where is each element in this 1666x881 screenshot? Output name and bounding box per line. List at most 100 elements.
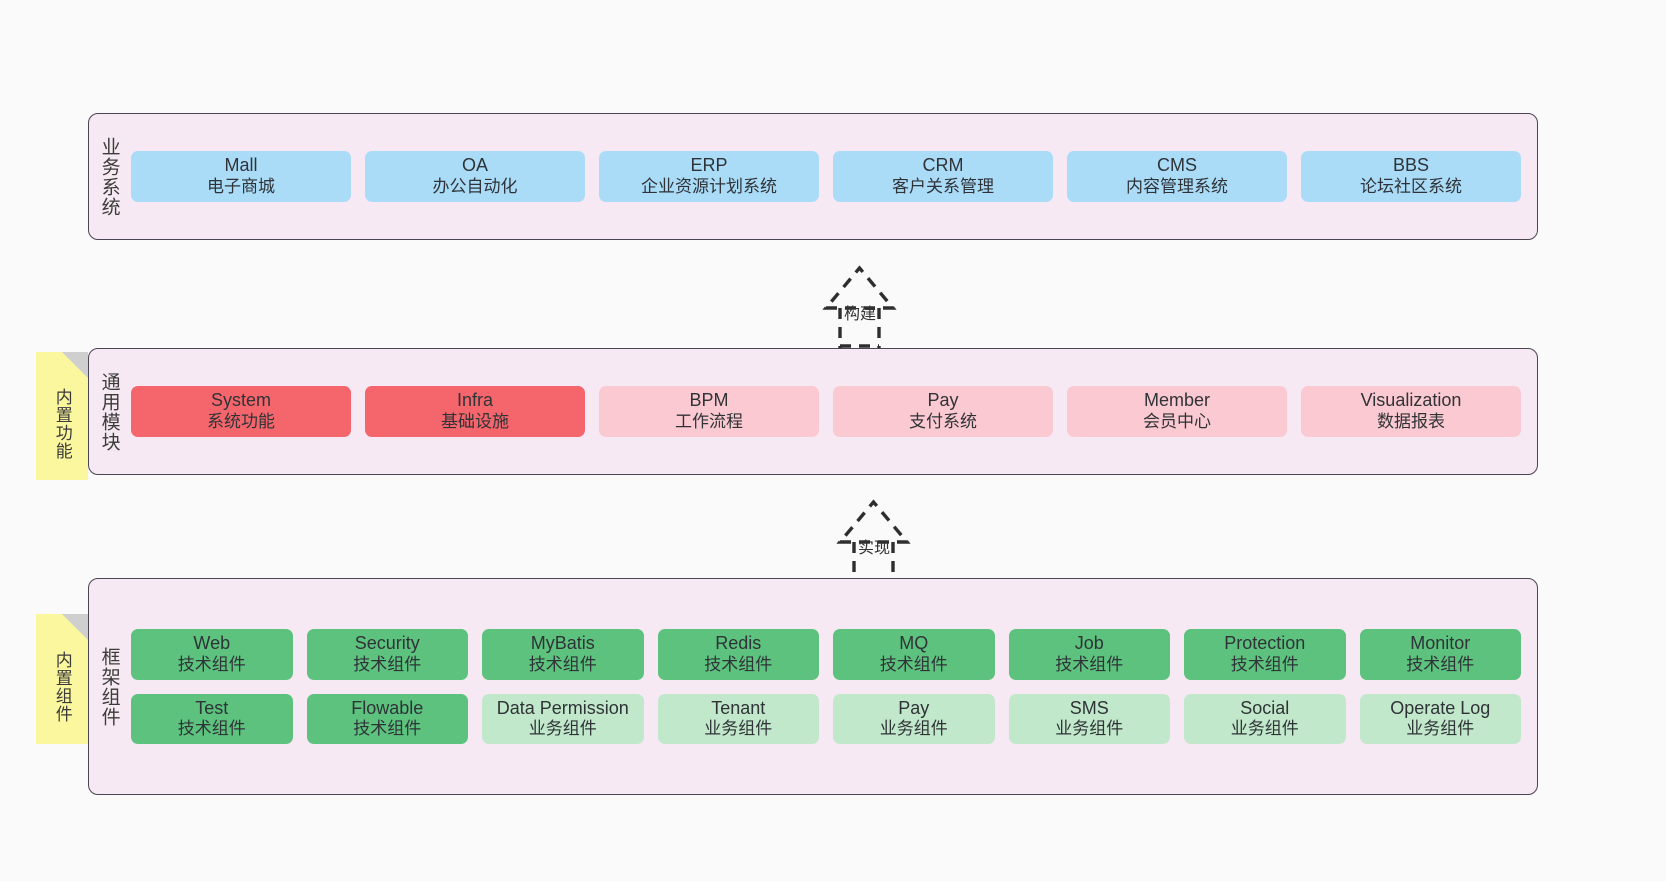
card-flowable[interactable]: Flowable 技术组件 [306, 693, 468, 745]
layer-body-common-modules: System 系统功能 Infra 基础设施 BPM 工作流程 Pay 支付系统… [129, 349, 1537, 474]
card-title-cn: 论坛社区系统 [1360, 177, 1462, 197]
card-title-cn: 工作流程 [675, 412, 743, 432]
card-web[interactable]: Web 技术组件 [131, 628, 293, 680]
card-crm[interactable]: CRM 客户关系管理 [833, 151, 1053, 202]
card-operate-log[interactable]: Operate Log 业务组件 [1359, 693, 1521, 745]
card-title-en: Pay [898, 697, 930, 718]
layer-business-system: 业务系统 Mall 电子商城 OA 办公自动化 ERP 企业资源计划系统 CRM… [88, 113, 1538, 240]
card-title-en: Visualization [1360, 390, 1462, 411]
card-title-en: Tenant [711, 697, 766, 718]
layer-framework-components: 框架组件 Web 技术组件 Security 技术组件 MyBatis 技术组件… [88, 578, 1538, 795]
card-title-cn: 电子商城 [207, 177, 275, 197]
card-title-cn: 技术组件 [177, 654, 246, 674]
card-test[interactable]: Test 技术组件 [131, 693, 293, 745]
card-title-cn: 支付系统 [909, 412, 977, 432]
card-cms[interactable]: CMS 内容管理系统 [1067, 151, 1287, 202]
card-pay-module[interactable]: Pay 支付系统 [833, 386, 1053, 437]
card-title-en: ERP [690, 155, 728, 176]
card-title-cn: 办公自动化 [432, 177, 518, 197]
layer-title-business-system: 业务系统 [98, 136, 120, 217]
card-title-cn: 技术组件 [1230, 654, 1299, 674]
card-infra[interactable]: Infra 基础设施 [365, 386, 585, 437]
card-title-cn: 技术组件 [528, 654, 597, 674]
card-title-en: Operate Log [1390, 697, 1491, 718]
card-mall[interactable]: Mall 电子商城 [131, 151, 351, 202]
card-pay-component[interactable]: Pay 业务组件 [833, 693, 995, 745]
card-title-cn: 技术组件 [353, 654, 422, 674]
card-erp[interactable]: ERP 企业资源计划系统 [599, 151, 819, 202]
card-title-en: Mall [224, 155, 258, 176]
card-row: Mall 电子商城 OA 办公自动化 ERP 企业资源计划系统 CRM 客户关系… [131, 151, 1521, 202]
card-title-cn: 技术组件 [1055, 654, 1124, 674]
card-title-en: Web [193, 632, 231, 653]
card-title-en: Data Permission [496, 697, 629, 718]
note-builtin-components: 内置组件 [36, 614, 88, 744]
card-title-en: Pay [927, 390, 959, 411]
card-sms[interactable]: SMS 业务组件 [1008, 693, 1170, 745]
card-title-en: Test [195, 697, 229, 718]
card-job[interactable]: Job 技术组件 [1008, 628, 1170, 680]
card-title-en: Job [1074, 632, 1104, 653]
card-title-cn: 业务组件 [704, 719, 773, 739]
card-title-cn: 客户关系管理 [892, 177, 994, 197]
card-member[interactable]: Member 会员中心 [1067, 386, 1287, 437]
uml-arrow-implement: 实现 [772, 496, 957, 582]
uml-arrow-build-glyph [822, 265, 897, 348]
card-title-cn: 基础设施 [441, 412, 509, 432]
card-mybatis[interactable]: MyBatis 技术组件 [482, 628, 644, 680]
uml-arrow-build: 构建 [758, 262, 943, 348]
card-title-en: Social [1240, 697, 1290, 718]
note-builtin-features: 内置功能 [36, 352, 88, 480]
card-title-en: BPM [689, 390, 729, 411]
card-title-en: OA [461, 155, 488, 176]
card-tenant[interactable]: Tenant 业务组件 [657, 693, 819, 745]
card-title-en: MQ [899, 632, 929, 653]
card-title-en: Monitor [1410, 632, 1471, 653]
layer-title-framework-components: 框架组件 [98, 646, 120, 727]
card-row: Test 技术组件 Flowable 技术组件 Data Permission … [131, 693, 1521, 745]
card-title-cn: 业务组件 [528, 719, 597, 739]
card-title-en: BBS [1392, 155, 1430, 176]
card-row: Web 技术组件 Security 技术组件 MyBatis 技术组件 Redi… [131, 628, 1521, 680]
card-title-cn: 业务组件 [1055, 719, 1124, 739]
card-title-cn: 业务组件 [879, 719, 948, 739]
card-title-cn: 技术组件 [353, 719, 422, 739]
note-fold-icon [62, 614, 88, 640]
card-title-en: CMS [1157, 155, 1197, 176]
card-title-cn: 系统功能 [207, 412, 275, 432]
card-bbs[interactable]: BBS 论坛社区系统 [1301, 151, 1521, 202]
card-title-cn: 业务组件 [1406, 719, 1475, 739]
layer-body-framework-components: Web 技术组件 Security 技术组件 MyBatis 技术组件 Redi… [129, 579, 1537, 794]
card-monitor[interactable]: Monitor 技术组件 [1359, 628, 1521, 680]
card-visualization[interactable]: Visualization 数据报表 [1301, 386, 1521, 437]
card-protection[interactable]: Protection 技术组件 [1184, 628, 1346, 680]
note-label: 内置组件 [52, 651, 72, 723]
card-title-en: System [210, 390, 271, 411]
card-data-permission[interactable]: Data Permission 业务组件 [482, 693, 644, 745]
card-oa[interactable]: OA 办公自动化 [365, 151, 585, 202]
card-redis[interactable]: Redis 技术组件 [657, 628, 819, 680]
card-title-en: MyBatis [530, 632, 595, 653]
note-fold-icon [62, 352, 88, 378]
card-social[interactable]: Social 业务组件 [1184, 693, 1346, 745]
card-bpm[interactable]: BPM 工作流程 [599, 386, 819, 437]
card-title-cn: 技术组件 [1406, 654, 1475, 674]
card-title-en: Redis [715, 632, 762, 653]
card-title-en: SMS [1069, 697, 1109, 718]
card-title-cn: 会员中心 [1143, 412, 1211, 432]
card-title-en: CRM [922, 155, 964, 176]
card-mq[interactable]: MQ 技术组件 [833, 628, 995, 680]
card-title-en: Protection [1224, 632, 1306, 653]
card-title-en: Member [1143, 390, 1210, 411]
card-title-cn: 技术组件 [177, 719, 246, 739]
layer-title-common-modules: 通用模块 [98, 371, 120, 452]
card-title-en: Infra [456, 390, 494, 411]
card-security[interactable]: Security 技术组件 [306, 628, 468, 680]
card-title-cn: 技术组件 [879, 654, 948, 674]
card-system[interactable]: System 系统功能 [131, 386, 351, 437]
layer-common-modules: 通用模块 System 系统功能 Infra 基础设施 BPM 工作流程 Pay… [88, 348, 1538, 475]
uml-arrow-build-label: 构建 [844, 306, 877, 323]
card-title-en: Flowable [351, 697, 424, 718]
card-title-cn: 数据报表 [1377, 412, 1445, 432]
